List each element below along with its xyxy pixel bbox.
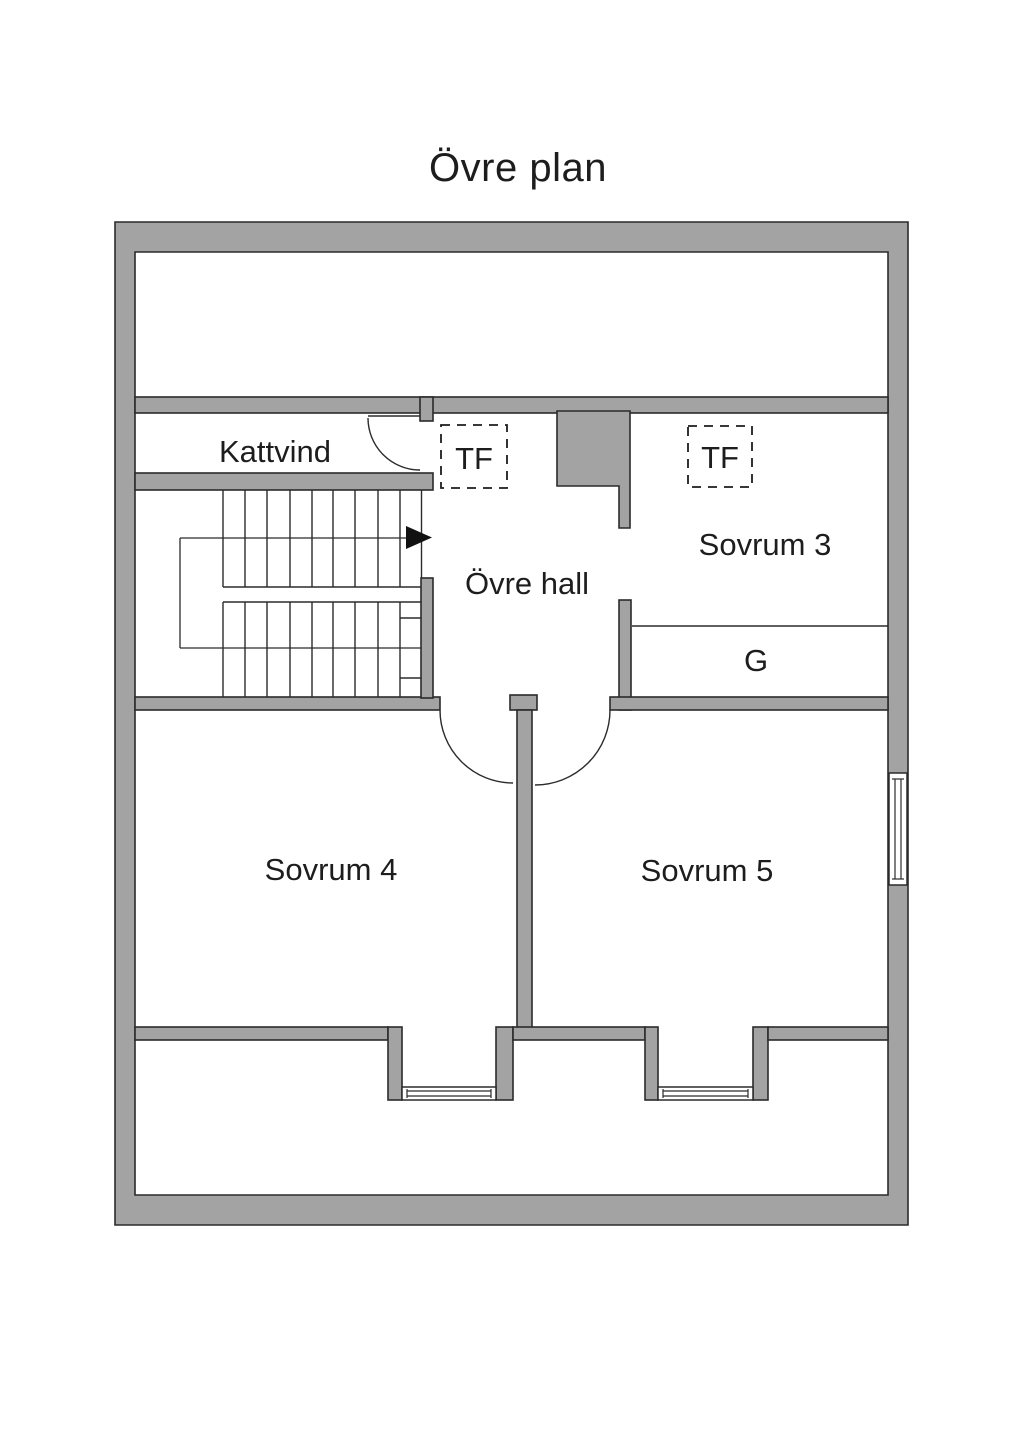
sovrum4-door-arc [439, 709, 514, 784]
window-dormer-left [401, 1086, 497, 1101]
stairs-direction-arrow-icon [406, 526, 432, 549]
kattvind-door-arc [367, 417, 421, 471]
skylight-box-hall [440, 424, 508, 489]
wall-sovrum4-bottom [134, 1026, 389, 1041]
interior-walls [134, 396, 889, 1101]
window-dormer-right [657, 1086, 754, 1101]
sovrum5-door-arc [534, 709, 611, 786]
windows [401, 772, 908, 1101]
wall-divider-cap [509, 694, 538, 711]
outer-walls [114, 221, 909, 1226]
wall-hall-sovrum3 [618, 599, 632, 711]
wall-dormer-right-west [644, 1026, 659, 1101]
skylight-box-sovrum3 [687, 425, 753, 488]
wall-dormer-right-east [752, 1026, 769, 1101]
room-label-garderob: G [744, 643, 768, 678]
wall-sovrum4-sovrum5-divider [516, 709, 533, 1029]
wall-dormer-left-east [495, 1026, 514, 1101]
stairs-walk-line [179, 537, 421, 649]
wall-stairs-bottom [134, 696, 441, 711]
wall-g-bottom [609, 696, 889, 711]
skylight-label-hall: TF [455, 441, 493, 476]
room-label-kattvind: Kattvind [219, 434, 331, 469]
wall-top-room-bottom [134, 396, 889, 414]
wall-kattvind-bottom [134, 472, 434, 491]
room-label-ovre-hall: Övre hall [465, 566, 589, 601]
room-label-sovrum5: Sovrum 5 [641, 853, 774, 888]
skylight-label-sovrum3: TF [701, 440, 739, 475]
chimney-block [556, 410, 631, 529]
wall-between-dormers [512, 1026, 646, 1041]
stairs-lower-flight [222, 602, 421, 697]
wall-kattvind-door-stub [419, 396, 434, 422]
exterior-wall [114, 221, 909, 1226]
doors [367, 415, 611, 786]
staircase [179, 490, 432, 697]
floor-plan-title: Övre plan [429, 146, 607, 190]
wall-sovrum5-bottom [767, 1026, 889, 1041]
room-label-sovrum3: Sovrum 3 [699, 527, 832, 562]
room-label-sovrum4: Sovrum 4 [265, 852, 398, 887]
wall-dormer-left-west [387, 1026, 403, 1101]
wall-stairs-right [420, 577, 434, 699]
window-sovrum5-east [888, 772, 908, 886]
